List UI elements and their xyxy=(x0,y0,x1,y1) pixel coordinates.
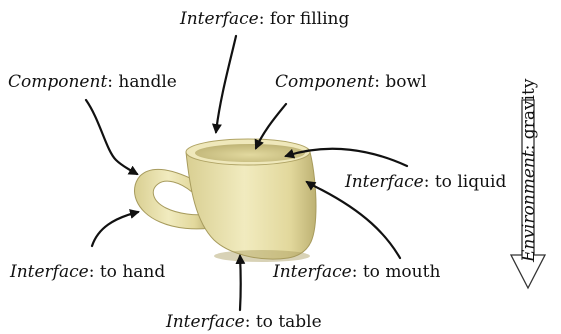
label-interface-to-liquid: Interface: to liquid xyxy=(345,172,507,192)
cup-inner-bowl xyxy=(195,144,305,162)
environment-gravity-label: Environment: gravity xyxy=(519,78,539,263)
arrow-to-hand xyxy=(90,209,140,248)
gravity-arrow: Environment: gravity xyxy=(509,78,547,290)
cup-base-shadow xyxy=(214,250,310,262)
label-component-handle: Component: handle xyxy=(8,72,177,92)
arrows xyxy=(84,34,409,312)
teacup-image xyxy=(134,138,317,262)
label-interface-to-mouth: Interface: to mouth xyxy=(273,262,441,282)
arrow-handle xyxy=(84,98,139,176)
label-component-bowl: Component: bowl xyxy=(275,72,427,92)
arrow-for-filling xyxy=(211,34,238,134)
label-interface-to-table: Interface: to table xyxy=(166,312,322,332)
arrow-to-table xyxy=(235,254,246,312)
label-interface-to-hand: Interface: to hand xyxy=(10,262,166,282)
arrow-bowl xyxy=(254,102,288,150)
arrow-to-liquid xyxy=(284,147,409,168)
arrow-to-mouth xyxy=(305,180,402,260)
cup-body-shape xyxy=(185,151,317,260)
label-interface-for-filling: Interface: for filling xyxy=(180,9,350,29)
